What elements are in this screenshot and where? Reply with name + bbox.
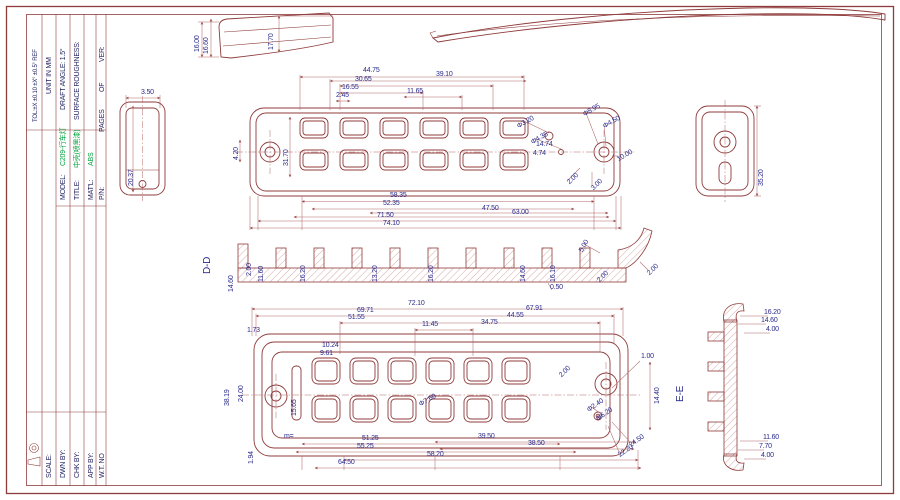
keypad-buttons-row-1 [299, 117, 529, 139]
title-block [26, 14, 107, 486]
view-top-bar [218, 12, 334, 59]
view-keypad-front [236, 107, 634, 197]
view-trim-blade [429, 7, 886, 43]
first-angle-projection-icon [27, 443, 41, 467]
keypad-buttons-row-2 [299, 149, 529, 171]
mounting-hole-icon [264, 384, 288, 408]
dimension-lines [125, 15, 770, 470]
keypad-buttons-row-1 [311, 357, 531, 385]
view-keypad-back [242, 333, 642, 457]
section-view-dd [237, 227, 653, 283]
view-left-side [119, 96, 166, 201]
section-view-ee [707, 303, 745, 471]
keypad-buttons-row-2 [311, 395, 531, 423]
view-right-side [695, 100, 755, 202]
sheet-border [5, 5, 895, 495]
